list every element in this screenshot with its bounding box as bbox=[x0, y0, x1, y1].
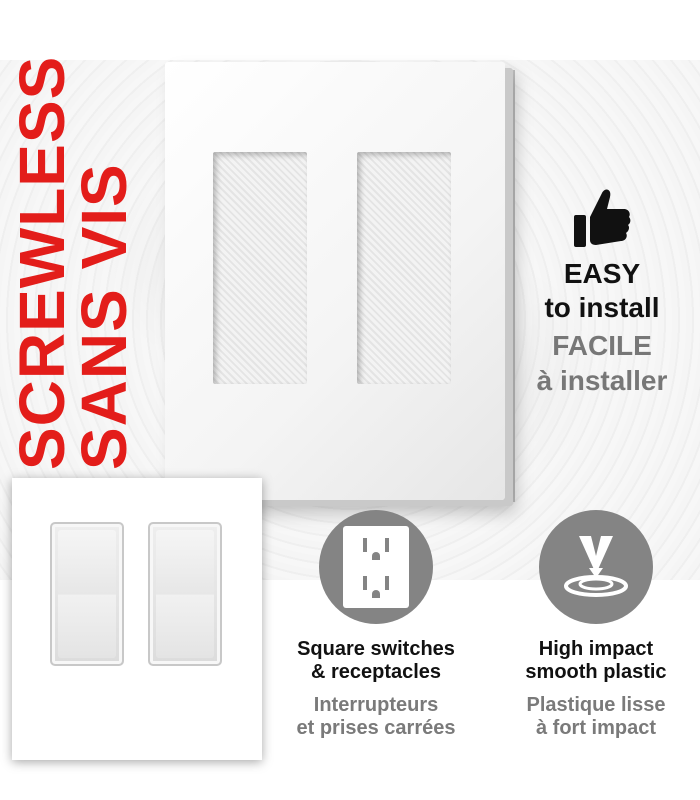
rocker-switch-right bbox=[148, 522, 222, 666]
rocker-switch-left bbox=[50, 522, 124, 666]
wall-plate-opening-right bbox=[357, 152, 451, 384]
outlet-icon bbox=[319, 510, 433, 624]
feature-impact-fr-line1: Plastique lisse bbox=[526, 694, 666, 716]
switch-plate-photo bbox=[12, 478, 262, 760]
switch-plate bbox=[38, 522, 238, 682]
easy-install-en-line2: to install bbox=[544, 291, 660, 323]
feature-impact-fr-line2: à fort impact bbox=[535, 717, 657, 739]
easy-install-fr-line1: FACILE bbox=[552, 330, 652, 362]
feature-square-fr-line2: et prises carrées bbox=[296, 717, 456, 739]
feature-square-en-line1: Square switches bbox=[297, 638, 455, 660]
easy-install-block: EASY to install FACILE à installer bbox=[512, 185, 692, 398]
screwless-title-en: SCREWLESS bbox=[6, 55, 78, 470]
feature-impact-en-line1: High impact bbox=[538, 638, 654, 660]
wall-plate-image bbox=[165, 62, 505, 500]
wall-plate-edge bbox=[503, 70, 515, 502]
easy-install-fr-line2: à installer bbox=[536, 365, 668, 397]
feature-impact-en-line2: smooth plastic bbox=[525, 661, 667, 683]
easy-install-en-line1: EASY bbox=[563, 258, 641, 289]
thumbs-up-icon bbox=[574, 189, 631, 247]
impact-icon bbox=[539, 510, 653, 624]
screwless-title: SCREWLESS SANS VIS bbox=[6, 55, 140, 470]
screwless-title-fr: SANS VIS bbox=[68, 163, 140, 470]
wall-plate-opening-left bbox=[213, 152, 307, 384]
feature-square-en-line2: & receptacles bbox=[310, 661, 442, 683]
feature-high-impact: High impact smooth plastic Plastique lis… bbox=[486, 510, 700, 740]
feature-square-fr-line1: Interrupteurs bbox=[313, 694, 439, 716]
feature-square-switches: Square switches & receptacles Interrupte… bbox=[266, 510, 486, 740]
